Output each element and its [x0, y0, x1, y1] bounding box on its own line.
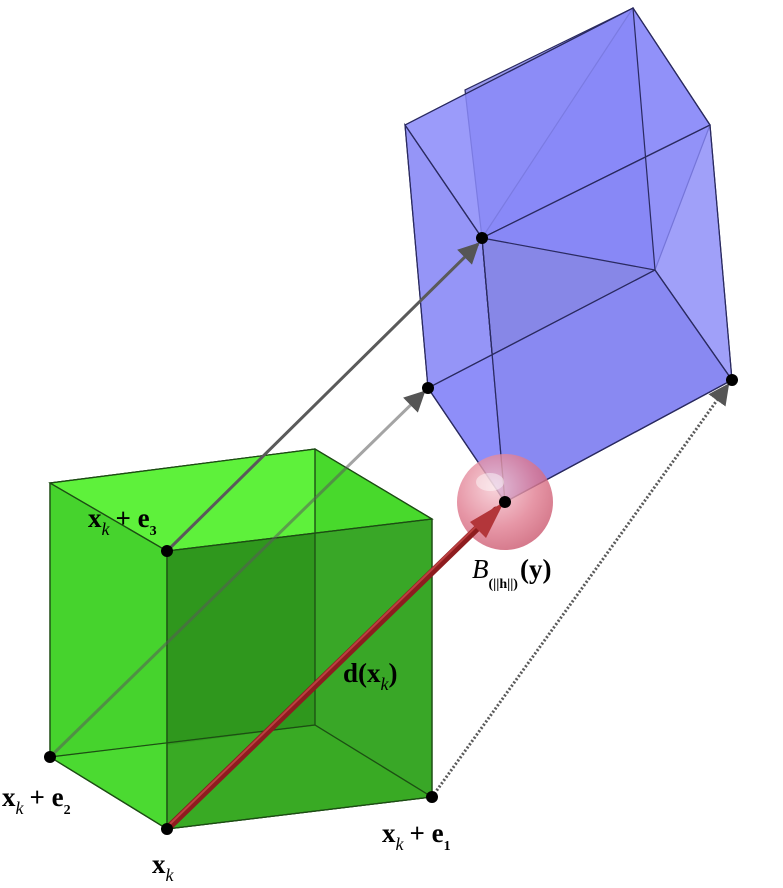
point-blue-e3	[476, 232, 488, 244]
arrow-e3-to-blue	[165, 242, 480, 553]
blue-edge	[709, 124, 733, 381]
ball-highlight	[476, 473, 504, 491]
green-edge	[166, 796, 433, 830]
label-xk-e3: xk+ e3	[88, 503, 157, 539]
green-edge	[49, 756, 168, 830]
label-xk-e1: xk+ e1	[382, 818, 451, 854]
label-displacement: d(xk)	[343, 658, 398, 694]
green-edge	[166, 518, 433, 552]
blue-edge	[632, 7, 711, 126]
displacement-vector-shine	[169, 509, 494, 825]
point-xk	[161, 823, 173, 835]
blue-edge	[404, 124, 429, 389]
green-cube	[48, 447, 434, 831]
displacement-arrowhead	[470, 502, 504, 538]
blue-edge	[481, 124, 711, 239]
blue-edge	[427, 269, 656, 389]
point-xk-e3	[161, 545, 173, 557]
mapping-arrows	[48, 242, 730, 798]
arrow-e1-to-blue	[430, 383, 730, 798]
blue-edge	[404, 7, 634, 126]
green-cube-inner-shade	[167, 533, 315, 745]
label-xk: xk	[152, 849, 175, 885]
point-xk-e2	[44, 751, 56, 763]
label-ball: B(||h||)(y)	[472, 554, 551, 592]
green-edge	[314, 724, 433, 798]
blue-edge	[654, 269, 733, 381]
green-edge	[49, 448, 316, 484]
label-xk-e2: xk+ e2	[2, 782, 71, 818]
green-edge	[314, 448, 433, 520]
vertex-points	[44, 232, 738, 835]
blue-edge	[632, 7, 656, 271]
point-blue-e1	[726, 374, 738, 386]
displacement-vector	[163, 506, 500, 833]
blue-cube	[404, 6, 733, 505]
blue-edge	[404, 124, 483, 239]
green-edge	[49, 482, 168, 552]
arrow-e2-to-blue	[48, 390, 426, 759]
point-blue-e2	[422, 382, 434, 394]
point-y	[499, 496, 511, 508]
point-xk-e1	[426, 791, 438, 803]
